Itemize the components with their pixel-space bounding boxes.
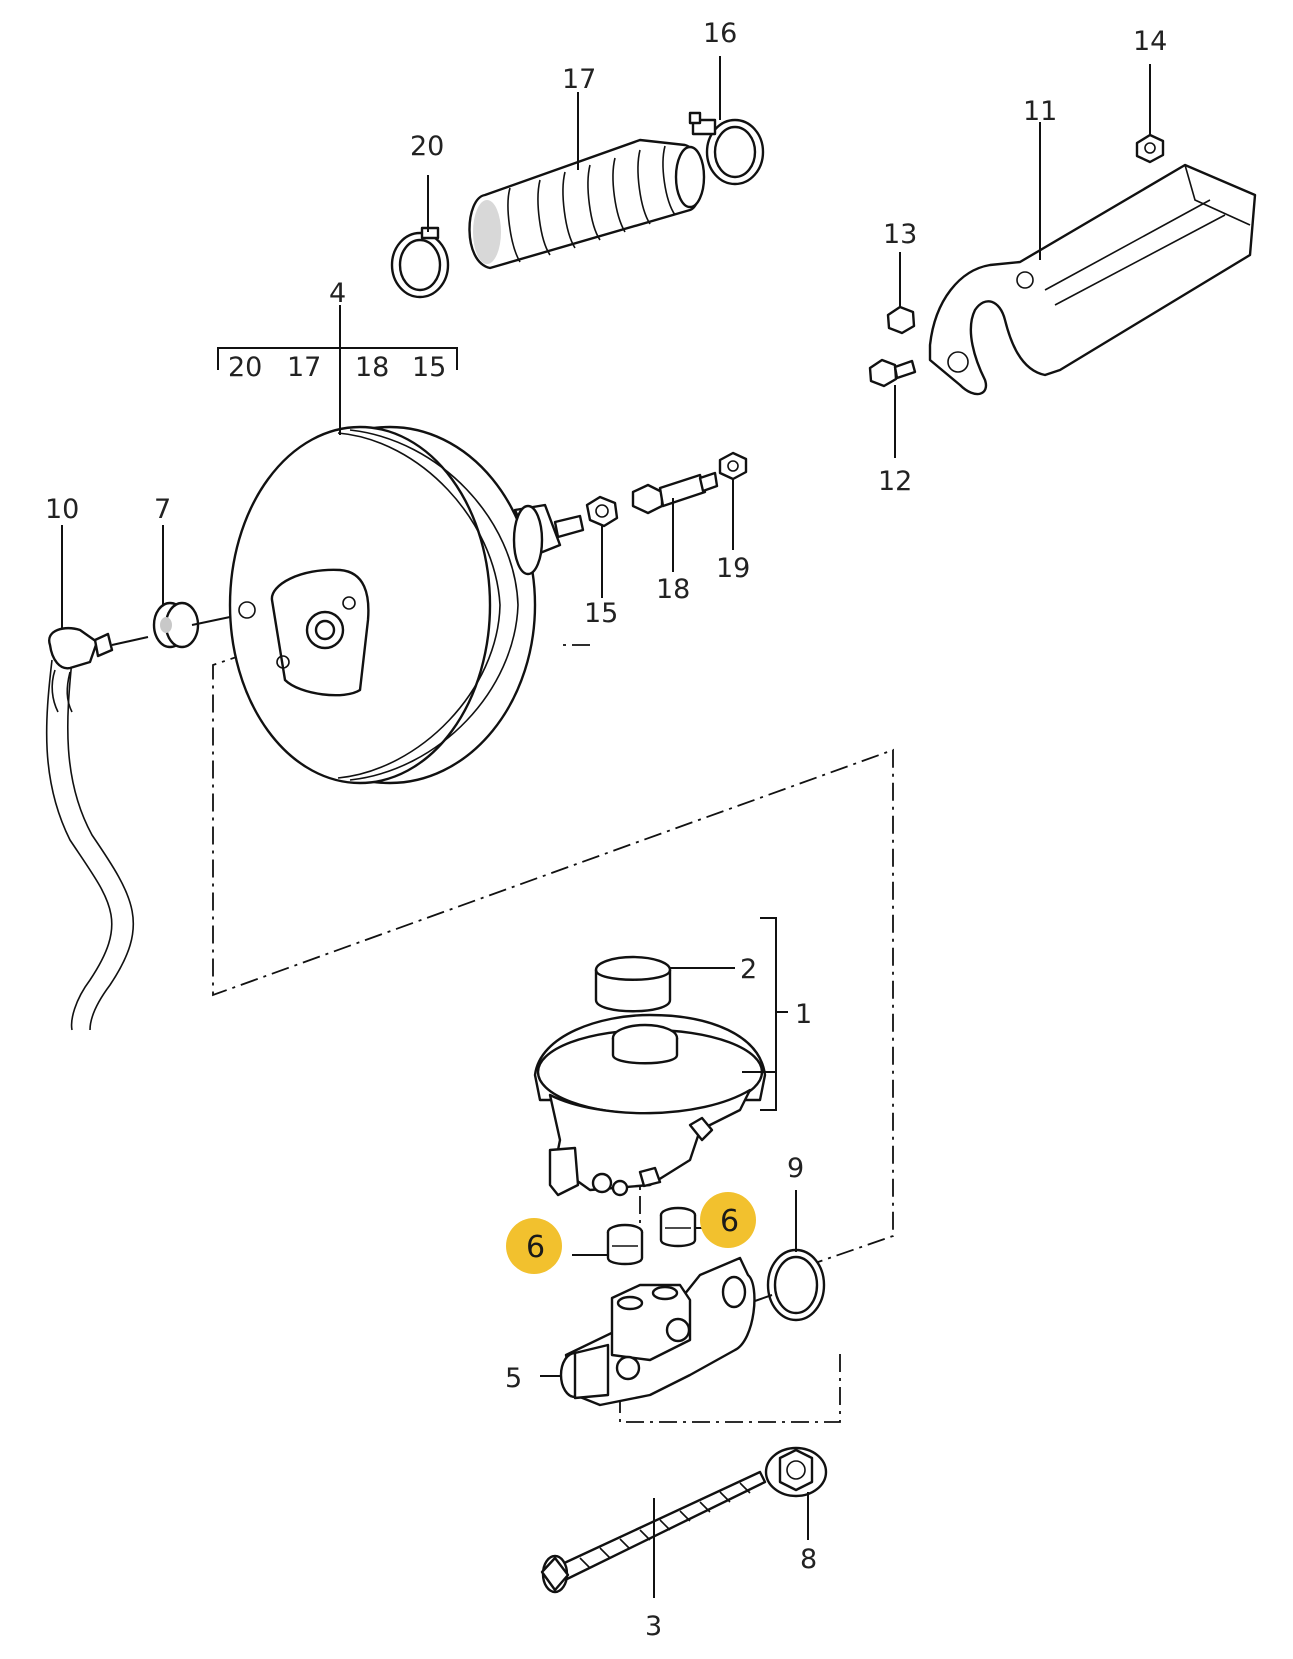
kit-item-1: 20 xyxy=(228,352,262,383)
callout-15: 15 xyxy=(584,598,618,629)
callout-11: 11 xyxy=(1023,96,1057,127)
callout-14: 14 xyxy=(1133,26,1167,57)
kit-group-labels: 20 17 18 15 xyxy=(228,352,446,383)
kit-item-2: 17 xyxy=(287,352,321,383)
part-20-hose-clamp[interactable] xyxy=(390,226,450,299)
callout-4: 4 xyxy=(329,278,346,309)
part-5-cylinder-body[interactable] xyxy=(540,1256,756,1407)
callout-18: 18 xyxy=(656,574,690,605)
callout-12: 12 xyxy=(878,466,912,497)
part-2-reservoir-cap[interactable] xyxy=(594,955,672,1013)
callout-5: 5 xyxy=(505,1363,522,1394)
part-16-hose-clamp[interactable] xyxy=(688,111,765,186)
callout-13: 13 xyxy=(883,219,917,250)
kit-item-4: 15 xyxy=(412,352,446,383)
part-9-o-ring[interactable] xyxy=(751,1190,826,1322)
callout-6-left: 6 xyxy=(526,1230,545,1265)
part-11-bracket[interactable] xyxy=(928,163,1257,396)
kit-item-3: 18 xyxy=(355,352,389,383)
part-3-long-bolt[interactable] xyxy=(540,1470,767,1594)
callout-19: 19 xyxy=(716,553,750,584)
part-8-flange-nut[interactable] xyxy=(764,1446,828,1498)
part-4-brake-booster[interactable] xyxy=(228,425,585,785)
callout-8: 8 xyxy=(800,1544,817,1575)
kit-bracket xyxy=(217,347,458,370)
part-6-seal-plug-left[interactable] xyxy=(572,1223,644,1266)
part-10-vacuum-hose[interactable] xyxy=(45,626,149,1031)
highlight-badge-6-left xyxy=(506,1218,562,1274)
part-15-nut[interactable] xyxy=(585,495,619,528)
callout-16: 16 xyxy=(703,18,737,49)
callout-labels: 1 2 3 4 5 6 6 7 8 9 10 11 12 13 14 15 16… xyxy=(45,18,1167,1642)
callout-6-right: 6 xyxy=(720,1204,739,1239)
callout-3: 3 xyxy=(645,1611,662,1642)
callout-7: 7 xyxy=(154,494,171,525)
part-19-nut[interactable] xyxy=(718,451,748,481)
part-1-brake-master-cylinder[interactable] xyxy=(533,1013,767,1197)
part-17-bellows-boot[interactable] xyxy=(468,138,706,270)
callout-9: 9 xyxy=(787,1153,804,1184)
callout-10: 10 xyxy=(45,494,79,525)
part-12-bolt[interactable] xyxy=(868,358,917,388)
callout-17: 17 xyxy=(562,64,596,95)
leader-lines xyxy=(61,56,1151,1598)
part-18-spacer-bolt[interactable] xyxy=(631,471,719,515)
part-6-seal-plug-right[interactable] xyxy=(659,1206,725,1248)
callout-2: 2 xyxy=(740,954,757,985)
part-7-grommet[interactable] xyxy=(152,601,231,649)
callout-1: 1 xyxy=(795,999,812,1030)
callout-20: 20 xyxy=(410,131,444,162)
callout-1-bracket xyxy=(670,917,788,1111)
part-13-nut[interactable] xyxy=(886,305,916,335)
highlight-badge-6-right xyxy=(700,1192,756,1248)
part-14-nut[interactable] xyxy=(1135,133,1165,164)
